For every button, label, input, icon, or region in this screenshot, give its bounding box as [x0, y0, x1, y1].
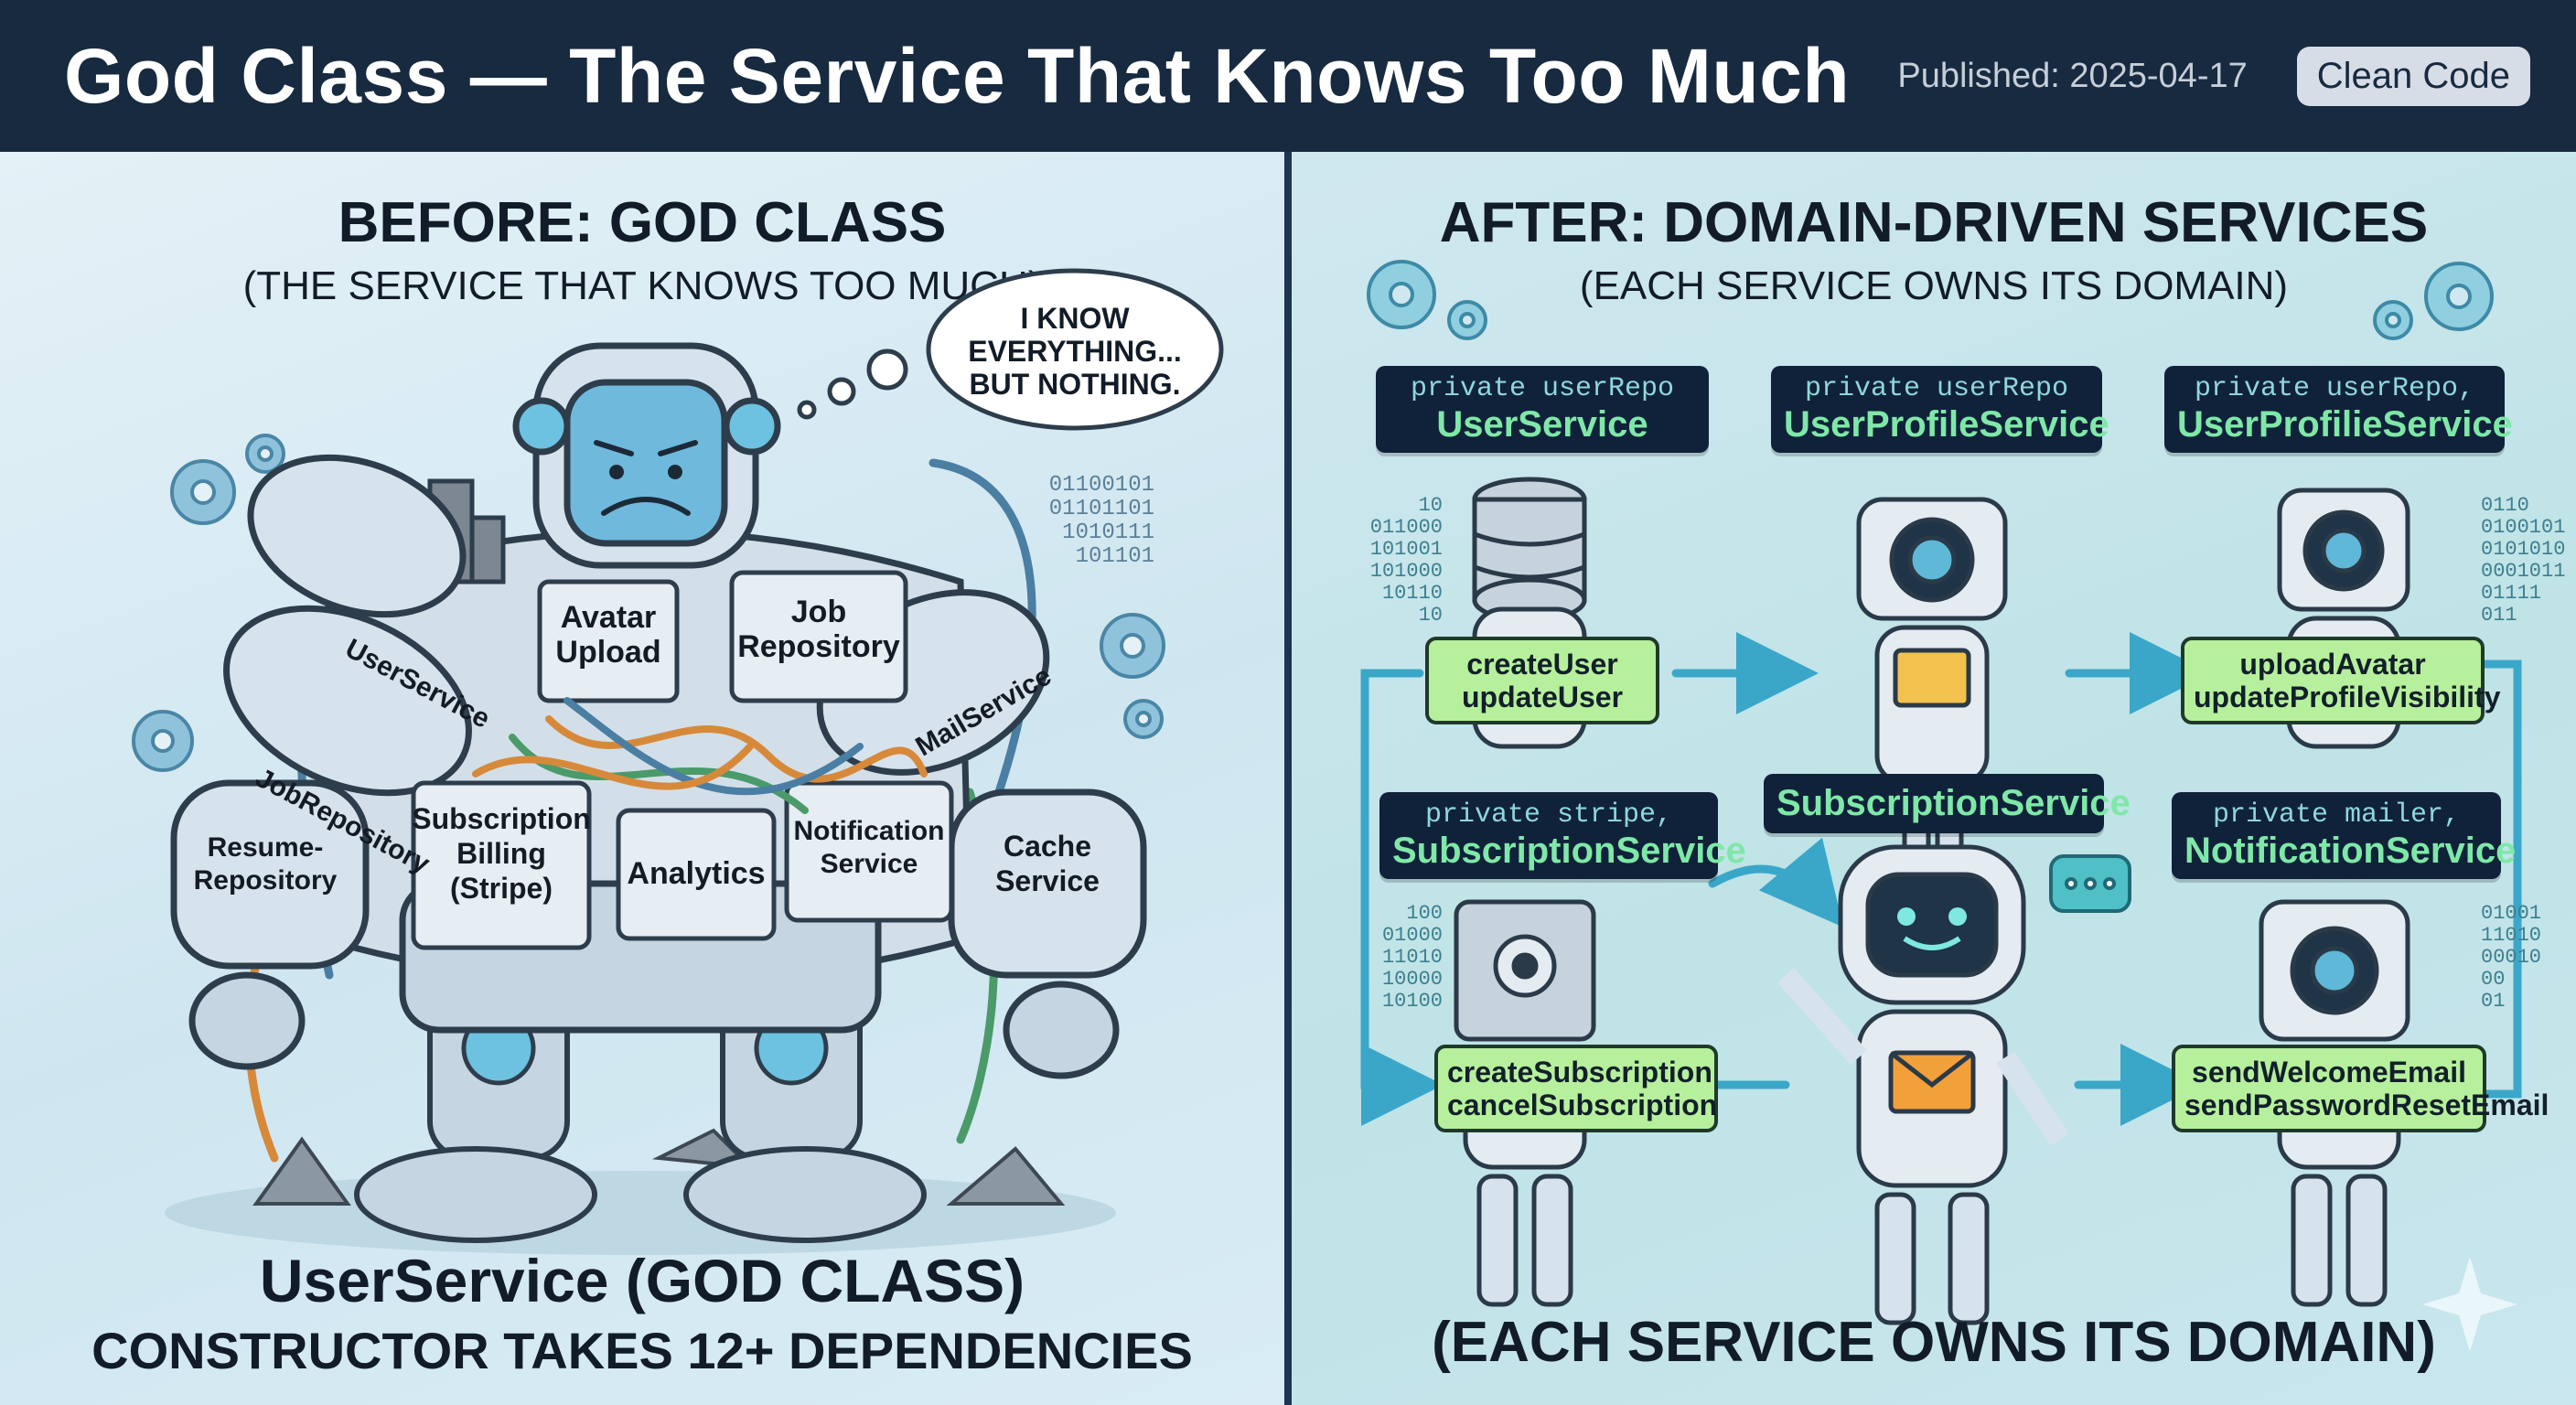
- after-subtitle: (EACH SERVICE OWNS ITS DOMAIN): [1579, 263, 2289, 308]
- service-field: private userRepo,: [2194, 373, 2475, 404]
- page-title: God Class — The Service That Knows Too M…: [64, 32, 1851, 119]
- module-job-repository-line1: Job: [791, 595, 846, 629]
- module-subscription-billing-line2: Billing: [456, 837, 546, 870]
- binary-text: 10110: [1382, 582, 1443, 605]
- service-name: SubscriptionService: [1776, 783, 2131, 823]
- before-footer-title: UserService (GOD CLASS): [259, 1247, 1025, 1314]
- sparkle-icon: [2422, 1257, 2517, 1352]
- method-name: uploadAvatar: [2239, 648, 2426, 681]
- god-class-robot-illustration: UserService JobRepository Avatar Upload …: [132, 268, 1224, 1255]
- binary-text: 11010: [2481, 924, 2541, 947]
- module-cache-service-line2: Service: [995, 864, 1100, 897]
- service-name: UserProfilieService: [2177, 404, 2513, 445]
- thought-text: I KNOW EVERYTHING... BUT NOTHING.: [924, 269, 1226, 430]
- service-label-userprofileservice: private userRepo UserProfileService: [1771, 366, 2109, 453]
- before-footer-subtitle: CONSTRUCTOR TAKES 12+ DEPENDENCIES: [91, 1322, 1193, 1379]
- chat-bubble-icon: [2049, 854, 2131, 913]
- service-field: private userRepo: [1804, 373, 2069, 404]
- service-label-subscriptionservice: SubscriptionService: [1764, 774, 2131, 833]
- after-title: AFTER: DOMAIN-DRIVEN SERVICES: [1439, 191, 2429, 254]
- module-notification-service-line2: Service: [821, 849, 918, 879]
- module-job-repository-line2: Repository: [737, 629, 900, 664]
- service-name: UserService: [1436, 404, 1648, 445]
- binary-text: 00010: [2481, 946, 2541, 969]
- binary-text: 01111: [2481, 582, 2541, 605]
- service-field: private mailer,: [2212, 799, 2461, 831]
- thought-bubble: [797, 268, 1224, 431]
- binary-text: 101000: [1370, 560, 1443, 583]
- thought-line: I KNOW: [1020, 302, 1130, 335]
- module-resume-repository-line1: Resume-: [208, 832, 324, 863]
- thought-line: EVERYTHING...: [968, 335, 1182, 368]
- binary-text: 1010111: [1062, 520, 1154, 545]
- binary-text: 0110: [2481, 494, 2529, 517]
- binary-text: 0101010: [2481, 538, 2565, 561]
- binary-text: 01: [2481, 990, 2505, 1013]
- method-name: updateProfileVisibility: [2194, 681, 2501, 713]
- after-footer: (EACH SERVICE OWNS ITS DOMAIN): [1432, 1311, 2436, 1374]
- service-field: private userRepo: [1410, 373, 1675, 404]
- binary-text: 011000: [1370, 516, 1443, 539]
- before-subtitle: (THE SERVICE THAT KNOWS TOO MUCH): [242, 263, 1042, 308]
- binary-text: 101001: [1370, 538, 1443, 561]
- binary-text: 00: [2481, 968, 2505, 991]
- thought-line: BUT NOTHING.: [969, 368, 1181, 401]
- published-date: Published: 2025-04-17: [1897, 56, 2248, 95]
- binary-text: 10: [1419, 604, 1443, 627]
- panel-divider: [1284, 152, 1292, 1405]
- service-label-userprofilieservice: private userRepo, UserProfilieService: [2164, 366, 2513, 453]
- methods-sign-profile: uploadAvatar updateProfileVisibility: [2181, 637, 2501, 724]
- before-panel: BEFORE: GOD CLASS (THE SERVICE THAT KNOW…: [0, 152, 1284, 1405]
- domain-services-illustration: 10 011000 101001 101000 10110 10 100 010…: [1360, 260, 2565, 1352]
- method-name: cancelSubscription: [1447, 1089, 1718, 1121]
- category-tag[interactable]: Clean Code: [2296, 46, 2530, 106]
- methods-sign-subscription: createSubscription cancelSubscription: [1434, 1045, 1718, 1132]
- module-subscription-billing-line3: (Stripe): [450, 872, 553, 905]
- module-cache-service-line1: Cache: [1004, 830, 1091, 863]
- binary-text: 11010: [1382, 946, 1443, 969]
- method-name: createSubscription: [1447, 1056, 1712, 1089]
- methods-sign-user: createUser updateUser: [1425, 637, 1659, 724]
- binary-text: 01101101: [1049, 497, 1154, 521]
- binary-text: 01000: [1382, 924, 1443, 947]
- binary-text: 01001: [2481, 902, 2541, 925]
- module-avatar-upload-line1: Avatar: [561, 600, 657, 635]
- binary-text: 101101: [1076, 544, 1154, 569]
- methods-sign-notification: sendWelcomeEmail sendPasswordResetEmail: [2172, 1045, 2549, 1132]
- module-subscription-billing-line1: Subscription: [412, 802, 591, 835]
- header-bar: God Class — The Service That Knows Too M…: [0, 0, 2576, 152]
- binary-text: 10100: [1382, 990, 1443, 1013]
- binary-text: 01100101: [1049, 473, 1154, 498]
- service-name: UserProfileService: [1784, 404, 2109, 445]
- module-analytics: Analytics: [627, 856, 765, 891]
- after-panel: AFTER: DOMAIN-DRIVEN SERVICES (EACH SERV…: [1292, 152, 2576, 1405]
- method-name: updateUser: [1461, 681, 1624, 713]
- method-name: createUser: [1466, 648, 1618, 681]
- binary-text: 10: [1419, 494, 1443, 517]
- gear-icon: [132, 434, 1165, 772]
- method-name: sendWelcomeEmail: [2192, 1056, 2466, 1089]
- service-field: private stripe,: [1424, 799, 1673, 831]
- binary-text: 100: [1406, 902, 1443, 925]
- before-title: BEFORE: GOD CLASS: [338, 191, 947, 254]
- module-avatar-upload-line2: Upload: [555, 635, 660, 670]
- service-name: NotificationService: [2184, 831, 2517, 871]
- module-resume-repository-line2: Repository: [194, 865, 338, 896]
- module-notification-service-line1: Notification: [794, 816, 945, 846]
- binary-text: 0001011: [2481, 560, 2565, 583]
- service-label-userservice: private userRepo UserService: [1376, 366, 1709, 453]
- service-label-notificationservice: private mailer, NotificationService: [2172, 792, 2517, 879]
- binary-text: 011: [2481, 604, 2517, 627]
- method-name: sendPasswordResetEmail: [2184, 1089, 2549, 1121]
- service-name: SubscriptionService: [1392, 831, 1746, 871]
- binary-text: 0100101: [2481, 516, 2565, 539]
- service-label-subscriptionservice-stripe: private stripe, SubscriptionService: [1379, 792, 1746, 879]
- binary-text: 10000: [1382, 968, 1443, 991]
